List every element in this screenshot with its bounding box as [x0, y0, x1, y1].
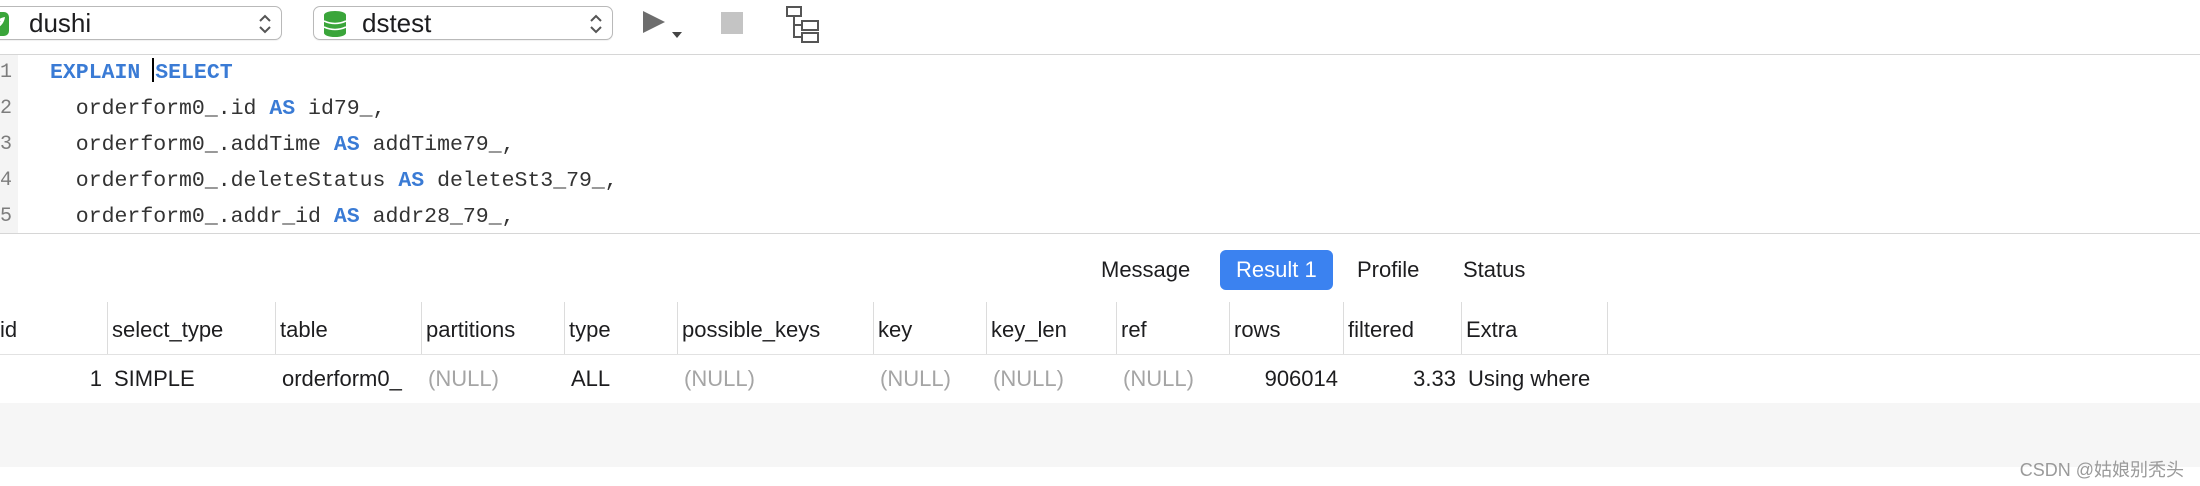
cell-filtered[interactable]: 3.33 [1413, 366, 1456, 391]
sql-text: deleteSt3_79_, [424, 169, 618, 193]
code-line[interactable]: 1 EXPLAIN SELECT [0, 55, 2200, 91]
line-number: 1 [0, 61, 13, 84]
run-button[interactable] [640, 8, 686, 42]
cell-type[interactable]: ALL [571, 366, 611, 391]
column-header-ref[interactable]: ref [1117, 302, 1230, 354]
sql-text: addr28_79_, [359, 205, 515, 229]
sql-keyword: AS [398, 169, 425, 193]
sql-text: orderform0_.addTime [50, 133, 334, 157]
tab-status[interactable]: Status [1463, 257, 1526, 282]
sql-keyword: AS [333, 205, 360, 229]
sql-keyword: AS [269, 97, 296, 121]
code-text: EXPLAIN SELECT [50, 55, 233, 91]
sql-keyword: EXPLAIN [50, 61, 154, 85]
column-header-partitions[interactable]: partitions [422, 302, 565, 354]
sql-text: orderform0_.id [50, 97, 270, 121]
play-icon [643, 11, 682, 38]
database-icon [323, 11, 347, 37]
sql-keyword: SELECT [155, 61, 233, 85]
code-line[interactable]: 5 orderform0_.addr_id AS addr28_79_, [0, 199, 2200, 235]
column-header-extra[interactable]: Extra [1462, 302, 1608, 354]
tree-icon [786, 6, 819, 43]
result-tabs-bar: Message Result 1 Profile Status [0, 233, 2200, 303]
chevron-updown-icon [259, 14, 271, 34]
cell-possible-keys[interactable]: (NULL) [684, 366, 755, 391]
database-select[interactable]: dstest [313, 6, 613, 40]
explain-button[interactable] [784, 4, 824, 44]
code-text: orderform0_.id AS id79_, [50, 91, 386, 127]
tab-message[interactable]: Message [1101, 257, 1191, 282]
column-header-id[interactable]: id [0, 302, 108, 354]
leaf-icon [0, 12, 9, 36]
connection-select[interactable]: dushi [0, 6, 282, 40]
tab-result-1[interactable]: Result 1 [1220, 250, 1333, 290]
column-header-key[interactable]: key [874, 302, 987, 354]
chevron-updown-icon [590, 14, 602, 34]
code-text: orderform0_.addr_id AS addr28_79_, [50, 199, 515, 235]
cell-rows[interactable]: 906014 [1264, 366, 1338, 391]
line-gutter [0, 55, 18, 233]
column-header-table[interactable]: table [276, 302, 422, 354]
code-line[interactable]: 2 orderform0_.id AS id79_, [0, 91, 2200, 127]
sql-editor[interactable] [0, 55, 2200, 233]
sql-text: orderform0_.addr_id [50, 205, 334, 229]
column-header-rows[interactable]: rows [1230, 302, 1344, 354]
sql-keyword: AS [333, 133, 360, 157]
sql-text: id79_, [295, 97, 386, 121]
table-row[interactable]: 1 SIMPLE orderform0_ (NULL) ALL (NULL) (… [0, 355, 2200, 403]
column-header-select-type[interactable]: select_type [108, 302, 276, 354]
tab-profile[interactable]: Profile [1357, 257, 1420, 282]
line-number: 3 [0, 133, 13, 156]
column-header-filtered[interactable]: filtered [1344, 302, 1462, 354]
cell-extra[interactable]: Using where [1468, 366, 1591, 391]
cell-select-type[interactable]: SIMPLE [114, 366, 195, 391]
line-number: 2 [0, 97, 13, 120]
cell-partitions[interactable]: (NULL) [428, 366, 499, 391]
stop-button[interactable] [719, 10, 745, 36]
column-header-possible-keys[interactable]: possible_keys [678, 302, 874, 354]
code-text: orderform0_.deleteStatus AS deleteSt3_79… [50, 163, 618, 199]
cell-table[interactable]: orderform0_ [282, 366, 402, 391]
column-header-key-len[interactable]: key_len [987, 302, 1117, 354]
cell-key[interactable]: (NULL) [880, 366, 951, 391]
watermark: CSDN @姑娘别秃头 [2019, 460, 2184, 480]
code-text: orderform0_.addTime AS addTime79_, [50, 127, 515, 163]
cell-ref[interactable]: (NULL) [1123, 366, 1194, 391]
grid-header: id select_type table partitions type pos… [0, 302, 2200, 355]
code-line[interactable]: 4 orderform0_.deleteStatus AS deleteSt3_… [0, 163, 2200, 199]
text-cursor [152, 58, 155, 82]
column-header-type[interactable]: type [565, 302, 678, 354]
cell-key-len[interactable]: (NULL) [993, 366, 1064, 391]
sql-text: addTime79_, [359, 133, 515, 157]
cell-id[interactable]: 1 [89, 366, 102, 391]
database-label: dstest [362, 8, 432, 38]
line-number: 4 [0, 169, 13, 192]
code-line[interactable]: 3 orderform0_.addTime AS addTime79_, [0, 127, 2200, 163]
grid-empty-area [0, 403, 2200, 467]
sql-text: orderform0_.deleteStatus [50, 169, 399, 193]
toolbar: dushi dstest [0, 0, 2200, 55]
stop-icon [721, 12, 743, 34]
line-number: 5 [0, 205, 13, 228]
connection-label: dushi [29, 8, 92, 38]
